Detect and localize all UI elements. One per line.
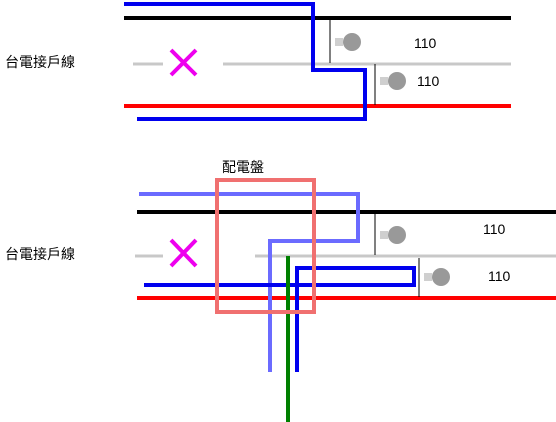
bottom-diagram: 配電盤 台電接戶線 110 110	[5, 160, 556, 422]
top-meter-label-2: 110	[417, 73, 440, 89]
top-meter-icon-1	[335, 33, 361, 51]
top-blue-wire	[124, 2, 367, 121]
top-side-label: 台電接戶線	[5, 54, 75, 71]
top-meter-label-1: 110	[414, 35, 437, 51]
top-diagram: 台電接戶線 110 110	[5, 2, 511, 121]
bottom-meter-label-1: 110	[483, 221, 506, 237]
bottom-meter-icon-2	[424, 268, 450, 286]
bottom-meter-icon-1	[380, 226, 406, 244]
distribution-panel-box	[215, 178, 316, 314]
top-cross-icon	[169, 48, 198, 77]
top-meter-icon-2	[380, 72, 406, 90]
bottom-blue-wire	[144, 266, 416, 372]
bottom-cross-icon	[169, 238, 198, 268]
panel-label: 配電盤	[222, 160, 264, 176]
bottom-meter-label-2: 110	[488, 268, 511, 284]
bottom-side-label: 台電接戶線	[5, 246, 75, 263]
